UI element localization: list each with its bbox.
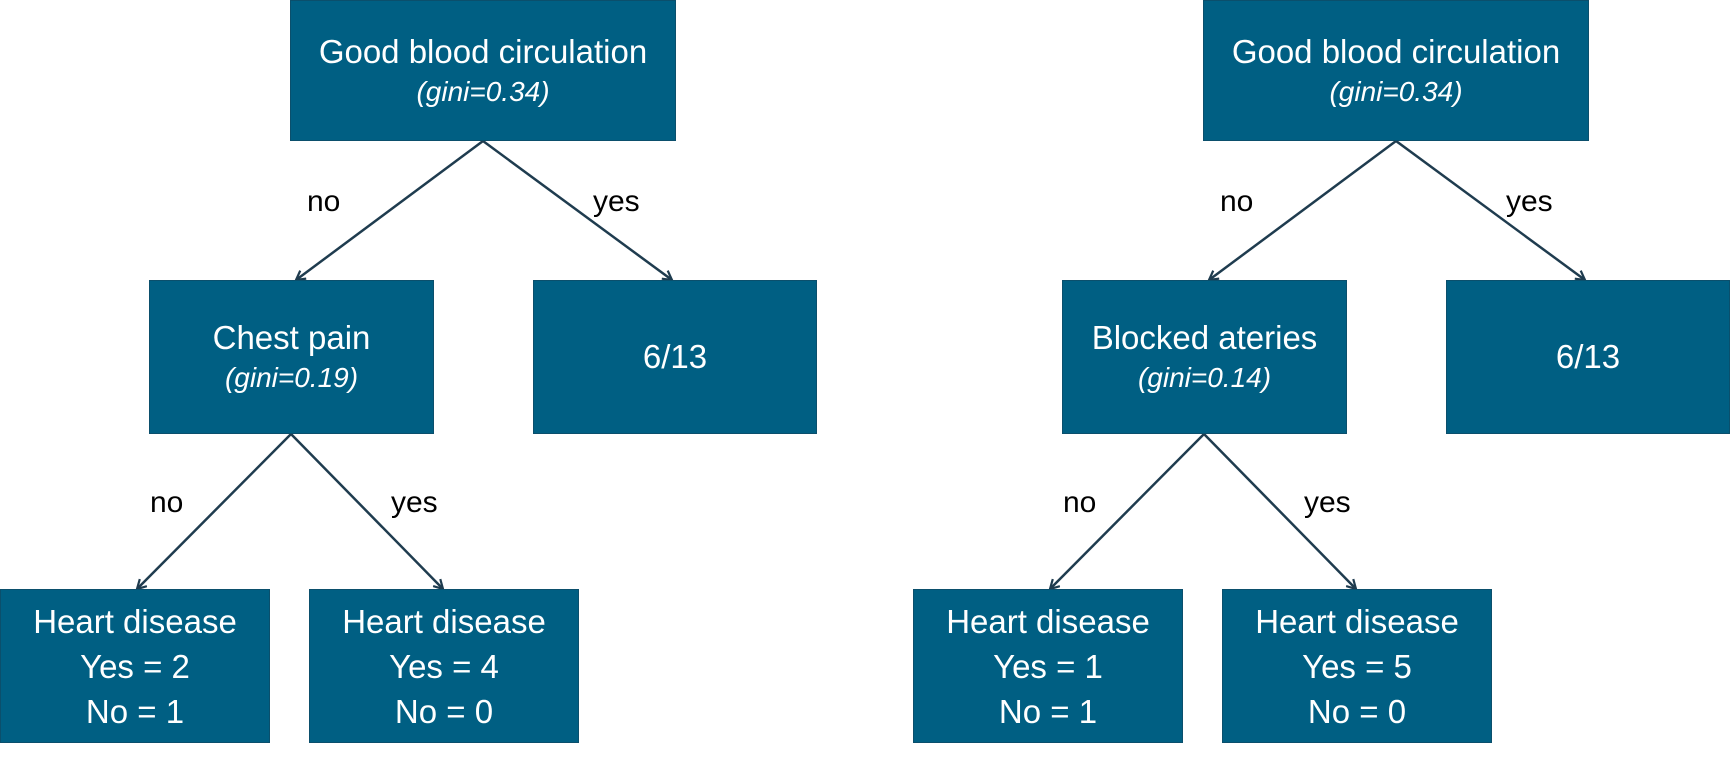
tree1-leaf-no-node: Heart disease Yes = 2 No = 1 <box>0 589 270 743</box>
tree1-split-node: Chest pain (gini=0.19) <box>149 280 434 434</box>
node-gini: (gini=0.34) <box>416 75 550 107</box>
tree1-split-no-label: no <box>150 486 184 519</box>
tree2-root-no-label: no <box>1220 185 1254 218</box>
node-value: 6/13 <box>1555 338 1621 375</box>
node-title: Chest pain <box>212 319 371 356</box>
edge-t1-root-yes <box>482 139 672 280</box>
leaf-yes-count: Yes = 5 <box>1302 647 1412 685</box>
edge-t1-split-no <box>137 433 292 589</box>
leaf-yes-count: Yes = 2 <box>80 647 190 685</box>
tree2-yes-leaf-node: 6/13 <box>1446 280 1730 434</box>
leaf-yes-count: Yes = 1 <box>993 647 1103 685</box>
tree1-root-no-label: no <box>307 185 341 218</box>
leaf-no-count: No = 0 <box>1307 692 1407 730</box>
tree2-leaf-yes-node: Heart disease Yes = 5 No = 0 <box>1222 589 1492 743</box>
leaf-title: Heart disease <box>946 602 1150 640</box>
leaf-no-count: No = 1 <box>85 692 185 730</box>
tree1-yes-leaf-node: 6/13 <box>533 280 817 434</box>
tree2-leaf-no-node: Heart disease Yes = 1 No = 1 <box>913 589 1183 743</box>
leaf-no-count: No = 1 <box>998 692 1098 730</box>
node-gini: (gini=0.34) <box>1329 75 1463 107</box>
edge-t1-split-yes <box>290 433 443 589</box>
edge-t2-root-yes <box>1395 139 1585 280</box>
leaf-no-count: No = 0 <box>394 692 494 730</box>
tree2-split-no-label: no <box>1063 486 1097 519</box>
node-title: Good blood circulation <box>1231 32 1561 70</box>
leaf-yes-count: Yes = 4 <box>389 647 499 685</box>
tree2-split-yes-label: yes <box>1304 486 1351 519</box>
tree1-split-yes-label: yes <box>391 486 438 519</box>
node-title: Good blood circulation <box>318 32 648 70</box>
tree1-root-yes-label: yes <box>593 185 640 218</box>
node-title: Blocked ateries <box>1091 319 1318 356</box>
tree1-leaf-yes-node: Heart disease Yes = 4 No = 0 <box>309 589 579 743</box>
node-gini: (gini=0.19) <box>224 362 359 393</box>
leaf-title: Heart disease <box>1255 602 1459 640</box>
edge-t2-split-no <box>1050 433 1205 589</box>
edge-t2-root-no <box>1209 139 1397 280</box>
tree2-split-node: Blocked ateries (gini=0.14) <box>1062 280 1347 434</box>
tree2-root-yes-label: yes <box>1506 185 1553 218</box>
edge-t2-split-yes <box>1203 433 1356 589</box>
tree2-root-node: Good blood circulation (gini=0.34) <box>1203 0 1589 141</box>
node-value: 6/13 <box>642 338 708 375</box>
leaf-title: Heart disease <box>342 602 546 640</box>
leaf-title: Heart disease <box>33 602 237 640</box>
tree1-root-node: Good blood circulation (gini=0.34) <box>290 0 676 141</box>
node-gini: (gini=0.14) <box>1137 362 1272 393</box>
edge-t1-root-no <box>296 139 484 280</box>
